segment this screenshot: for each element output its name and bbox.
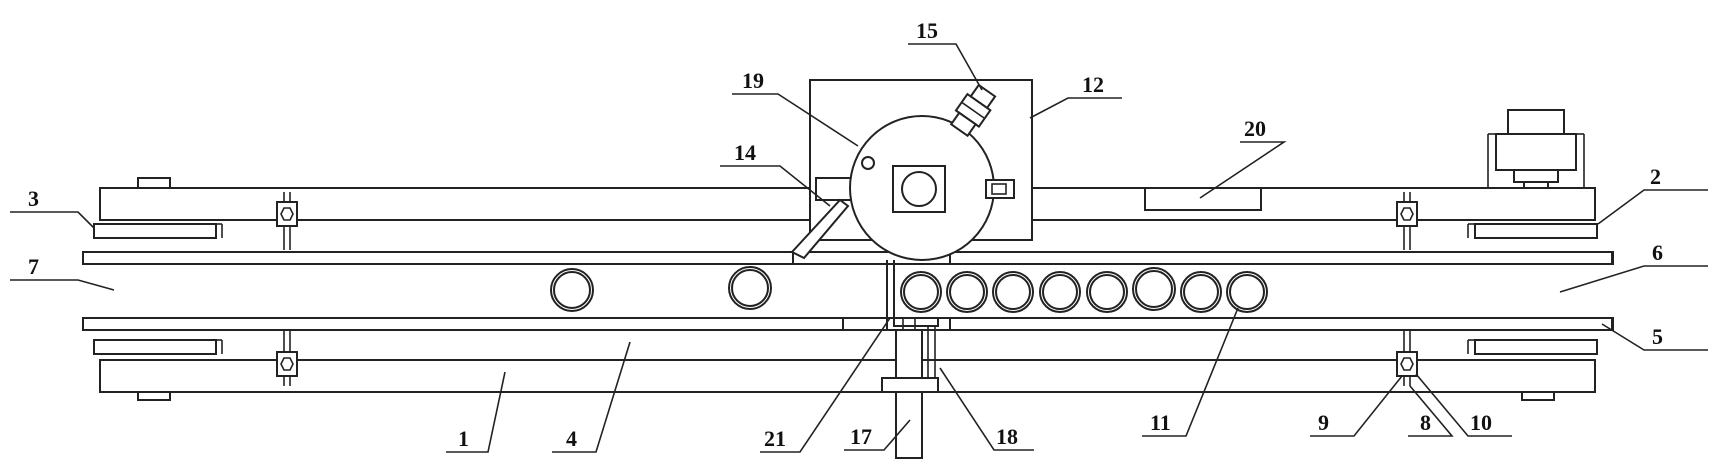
label-8: 8 (1420, 410, 1431, 435)
right-upper-guide (950, 252, 1612, 264)
label-2: 2 (1650, 164, 1661, 189)
frame-tab (138, 178, 170, 188)
label-17: 17 (850, 424, 872, 449)
frame-tab (1522, 392, 1554, 400)
guide-block (816, 178, 852, 200)
workpiece (901, 272, 941, 312)
left-roller-top (94, 224, 216, 238)
workpiece (1227, 272, 1267, 312)
label-9: 9 (1318, 410, 1329, 435)
workpiece (551, 269, 593, 311)
workpiece (993, 272, 1033, 312)
left-upper-guide (83, 252, 793, 264)
cylinder-upper (896, 330, 922, 378)
label-6: 6 (1652, 240, 1663, 265)
workpiece (1181, 272, 1221, 312)
workpiece (1040, 272, 1080, 312)
workpiece (729, 267, 771, 309)
conveyor-belt (83, 252, 1613, 330)
label-4: 4 (566, 426, 577, 451)
cylinder-lower (896, 392, 922, 458)
workpiece (1133, 268, 1175, 310)
label-15: 15 (916, 18, 938, 43)
right-roller-top (1475, 224, 1597, 238)
label-12: 12 (1082, 72, 1104, 97)
workpiece-inner (554, 272, 590, 308)
workpiece (947, 272, 987, 312)
motor (1488, 110, 1584, 188)
workpiece (1087, 272, 1127, 312)
label-14: 14 (734, 140, 756, 165)
workpiece-inner (732, 270, 768, 306)
label-5: 5 (1652, 324, 1663, 349)
label-3: 3 (28, 186, 39, 211)
wheel-bracket (986, 180, 1014, 198)
left-lower-guide (83, 318, 843, 330)
label-20: 20 (1244, 116, 1266, 141)
column-cap (894, 318, 938, 326)
motor-coupling (1514, 170, 1558, 182)
right-roller-bottom (1475, 340, 1597, 354)
right-lower-guide (950, 318, 1612, 330)
label-21: 21 (764, 426, 786, 451)
label-11: 11 (1150, 410, 1171, 435)
cylinder-collar (882, 378, 938, 392)
frame-tab (138, 392, 170, 400)
end-rollers (94, 224, 1597, 354)
motor-top (1508, 110, 1564, 134)
label-7: 7 (28, 254, 39, 279)
label-18: 18 (996, 424, 1018, 449)
label-1: 1 (458, 426, 469, 451)
motor-body (1496, 134, 1576, 170)
label-19: 19 (742, 68, 764, 93)
lower-frame-rail (100, 360, 1595, 392)
label-10: 10 (1470, 410, 1492, 435)
workpieces (551, 267, 1267, 312)
left-roller-bottom (94, 340, 216, 354)
plate-20 (1145, 188, 1261, 210)
